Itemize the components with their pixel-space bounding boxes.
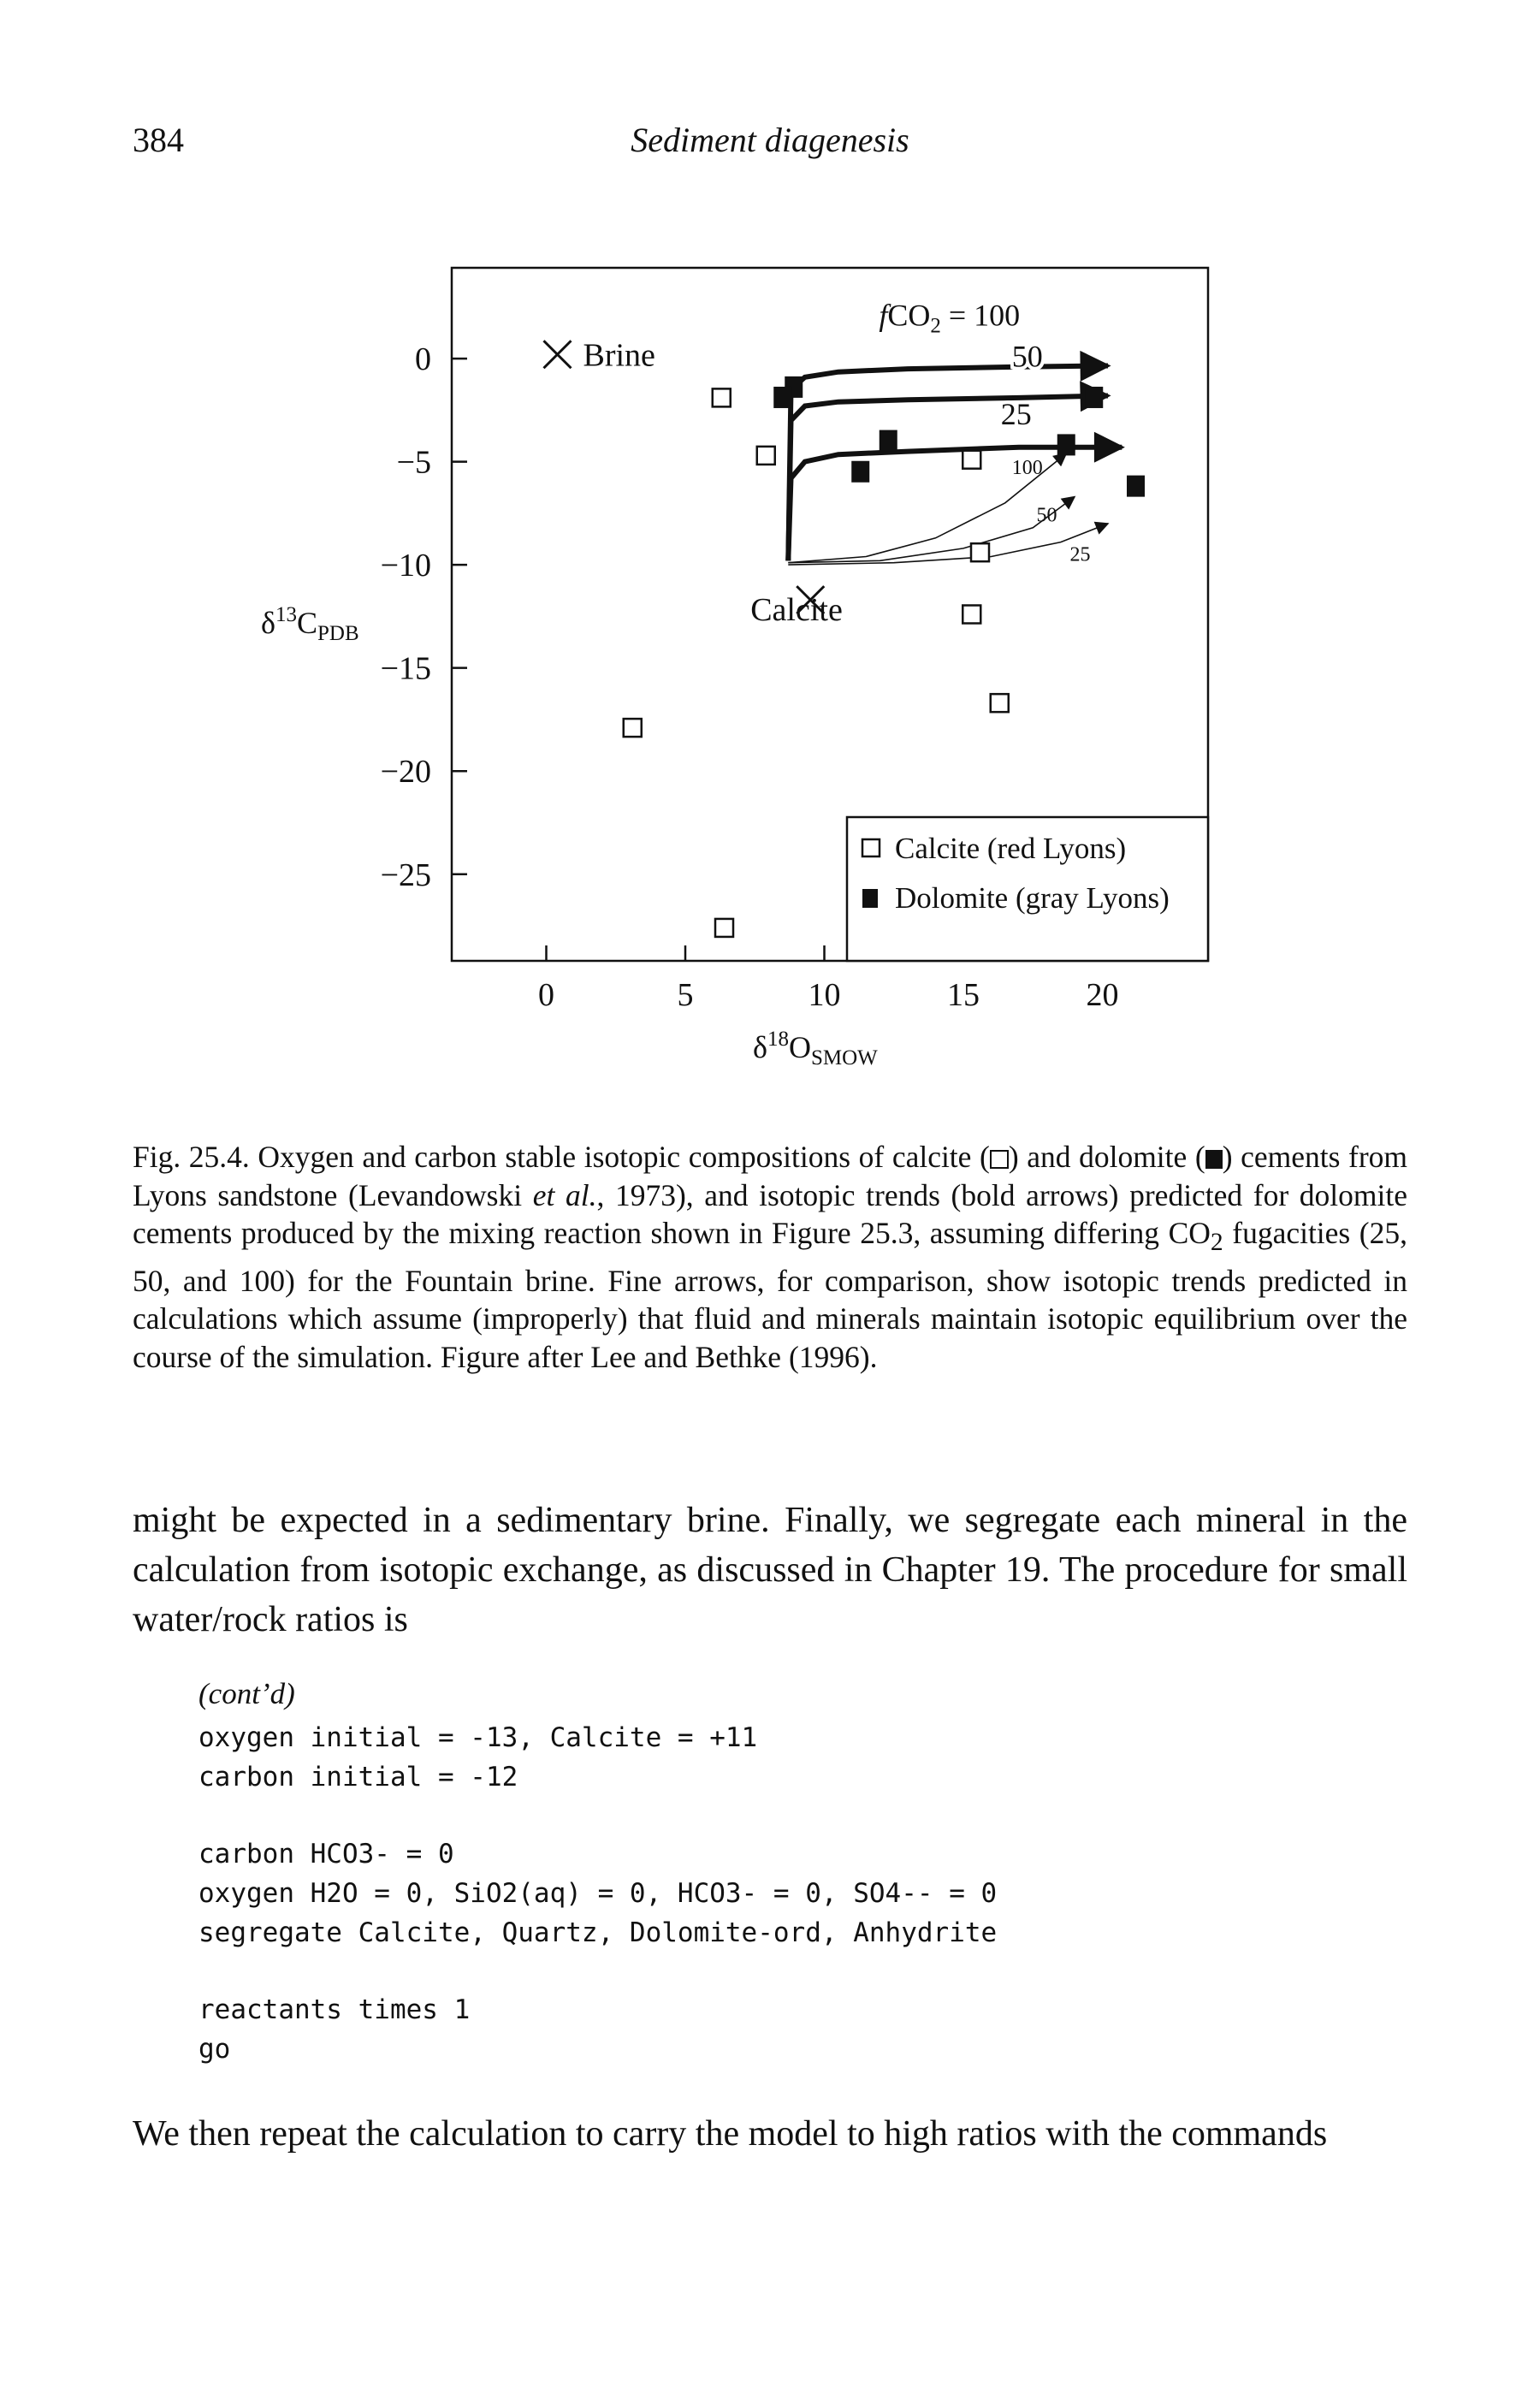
y-tick-label: −10 <box>381 548 431 584</box>
code-label: (cont’d) <box>198 1677 295 1710</box>
bold-arrow-label: 50 <box>1012 340 1043 374</box>
x-tick-label: 0 <box>538 977 554 1013</box>
figure-caption: Fig. 25.4. Oxygen and carbon stable isot… <box>133 1138 1407 1377</box>
y-axis-label-part: 13 <box>275 603 297 626</box>
dolomite-point <box>879 430 897 452</box>
caption-et-al: et al. <box>532 1177 597 1212</box>
y-axis-label: δ13CPDB <box>261 603 359 645</box>
y-tick-label: −5 <box>397 445 431 481</box>
legend-calcite-marker <box>861 838 881 858</box>
code-line: reactants times 1 <box>198 1994 471 2025</box>
dolomite-point <box>1085 386 1104 408</box>
caption-co2: CO <box>1168 1216 1211 1251</box>
dolomite-point <box>851 460 870 483</box>
legend-label: Dolomite (gray Lyons) <box>895 881 1170 915</box>
y-tick-label: −25 <box>381 857 431 893</box>
fine-arrow-label: 50 <box>1037 505 1057 527</box>
fine-trend-arrow <box>788 521 1110 566</box>
body-paragraph: might be expected in a sedimentary brine… <box>133 1501 1407 1639</box>
y-axis-label-part: PDB <box>317 622 359 645</box>
calcite-point <box>711 388 732 408</box>
x-tick-label: 20 <box>1087 977 1119 1013</box>
brine-x-point <box>796 585 826 615</box>
dolomite-point <box>1057 434 1075 456</box>
code-block: (cont’d) oxygen initial = -13, Calcite =… <box>198 1677 1396 2069</box>
bold-arrow-label: 25 <box>1001 397 1032 431</box>
fine-trend-arrow <box>788 452 1068 564</box>
x-axis-label-part: δ <box>753 1030 767 1064</box>
page-number: 384 <box>133 121 184 159</box>
calcite-point <box>714 917 735 939</box>
calcite-point <box>962 604 982 625</box>
caption-text-4: , 1973), and isotopic trends (bold arrow… <box>133 1177 1408 1251</box>
legend-label: Calcite (red Lyons) <box>895 832 1126 865</box>
bold-arrow-label-part: CO <box>887 299 930 333</box>
calcite-point <box>622 717 643 738</box>
brine-legend-x <box>542 340 572 370</box>
dolomite-point <box>773 386 792 408</box>
bold-arrow-label: fCO2 = 100 <box>879 299 1020 338</box>
y-axis-label-part: C <box>297 606 317 640</box>
x-axis-label-part: SMOW <box>811 1046 878 1070</box>
caption-text-5: fugacities (25, 50, and 100) for the Fou… <box>133 1216 1407 1375</box>
x-tick-label: 15 <box>947 977 980 1013</box>
calcite-point <box>962 449 982 470</box>
caption-text-3: ) cements from Lyons sandstone (Levandow… <box>133 1140 1408 1212</box>
fine-arrow-label: 25 <box>1070 543 1091 566</box>
caption-fig-label: Fig. 25.4. <box>133 1140 250 1174</box>
calcite-point <box>969 542 991 563</box>
legend-dolomite-marker <box>862 889 878 908</box>
y-tick-label: −15 <box>381 651 431 687</box>
bold-trend-arrow <box>785 381 1111 561</box>
page-header: 384 Sediment diagenesis <box>133 120 1407 171</box>
dolomite-point <box>1127 475 1145 497</box>
filled-square-icon <box>1205 1150 1223 1169</box>
legend-box <box>845 815 1210 963</box>
open-square-icon <box>989 1150 1009 1169</box>
y-axis-label-part: δ <box>261 606 275 640</box>
x-axis-label: δ18OSMOW <box>753 1028 878 1070</box>
code-line: carbon HCO3- = 0 <box>198 1839 454 1870</box>
x-tick-label: 10 <box>808 977 841 1013</box>
bold-arrow-label-part: 2 <box>930 315 941 338</box>
y-tick-label: 0 <box>415 341 431 377</box>
code-blank-line <box>198 1797 1396 1834</box>
running-title: Sediment diagenesis <box>631 121 909 159</box>
x-axis-label-part: 18 <box>767 1028 789 1051</box>
x-tick-label: 5 <box>678 977 694 1013</box>
y-tick-label: −20 <box>381 754 431 790</box>
calcite-point <box>755 445 776 466</box>
code-line: oxygen H2O = 0, SiO2(aq) = 0, HCO3- = 0,… <box>198 1878 998 1909</box>
x-axis-label-part: O <box>789 1030 811 1064</box>
plot-frame <box>450 266 1210 963</box>
fine-trend-arrow <box>788 495 1076 564</box>
caption-text-1: Oxygen and carbon stable isotopic compos… <box>249 1140 990 1174</box>
calcite-point <box>989 692 1010 714</box>
code-line: carbon initial = -12 <box>198 1762 518 1792</box>
code-blank-line <box>198 1952 1396 1990</box>
body-paragraph: We then repeat the calculation to carry … <box>133 2114 1328 2154</box>
bold-trend-arrow <box>785 431 1125 561</box>
fine-arrow-label: 100 <box>1012 457 1043 479</box>
caption-text-2: ) and dolomite ( <box>1008 1140 1205 1174</box>
calcite-annotation: Calcite <box>750 592 843 628</box>
code-line: go <box>198 2034 231 2065</box>
brine-label: Brine <box>583 337 655 373</box>
bold-arrow-label-part: = 100 <box>941 299 1020 333</box>
caption-co2-sub: 2 <box>1210 1229 1223 1257</box>
code-line: oxygen initial = -13, Calcite = +11 <box>198 1722 758 1753</box>
code-line: segregate Calcite, Quartz, Dolomite-ord,… <box>198 1917 998 1948</box>
